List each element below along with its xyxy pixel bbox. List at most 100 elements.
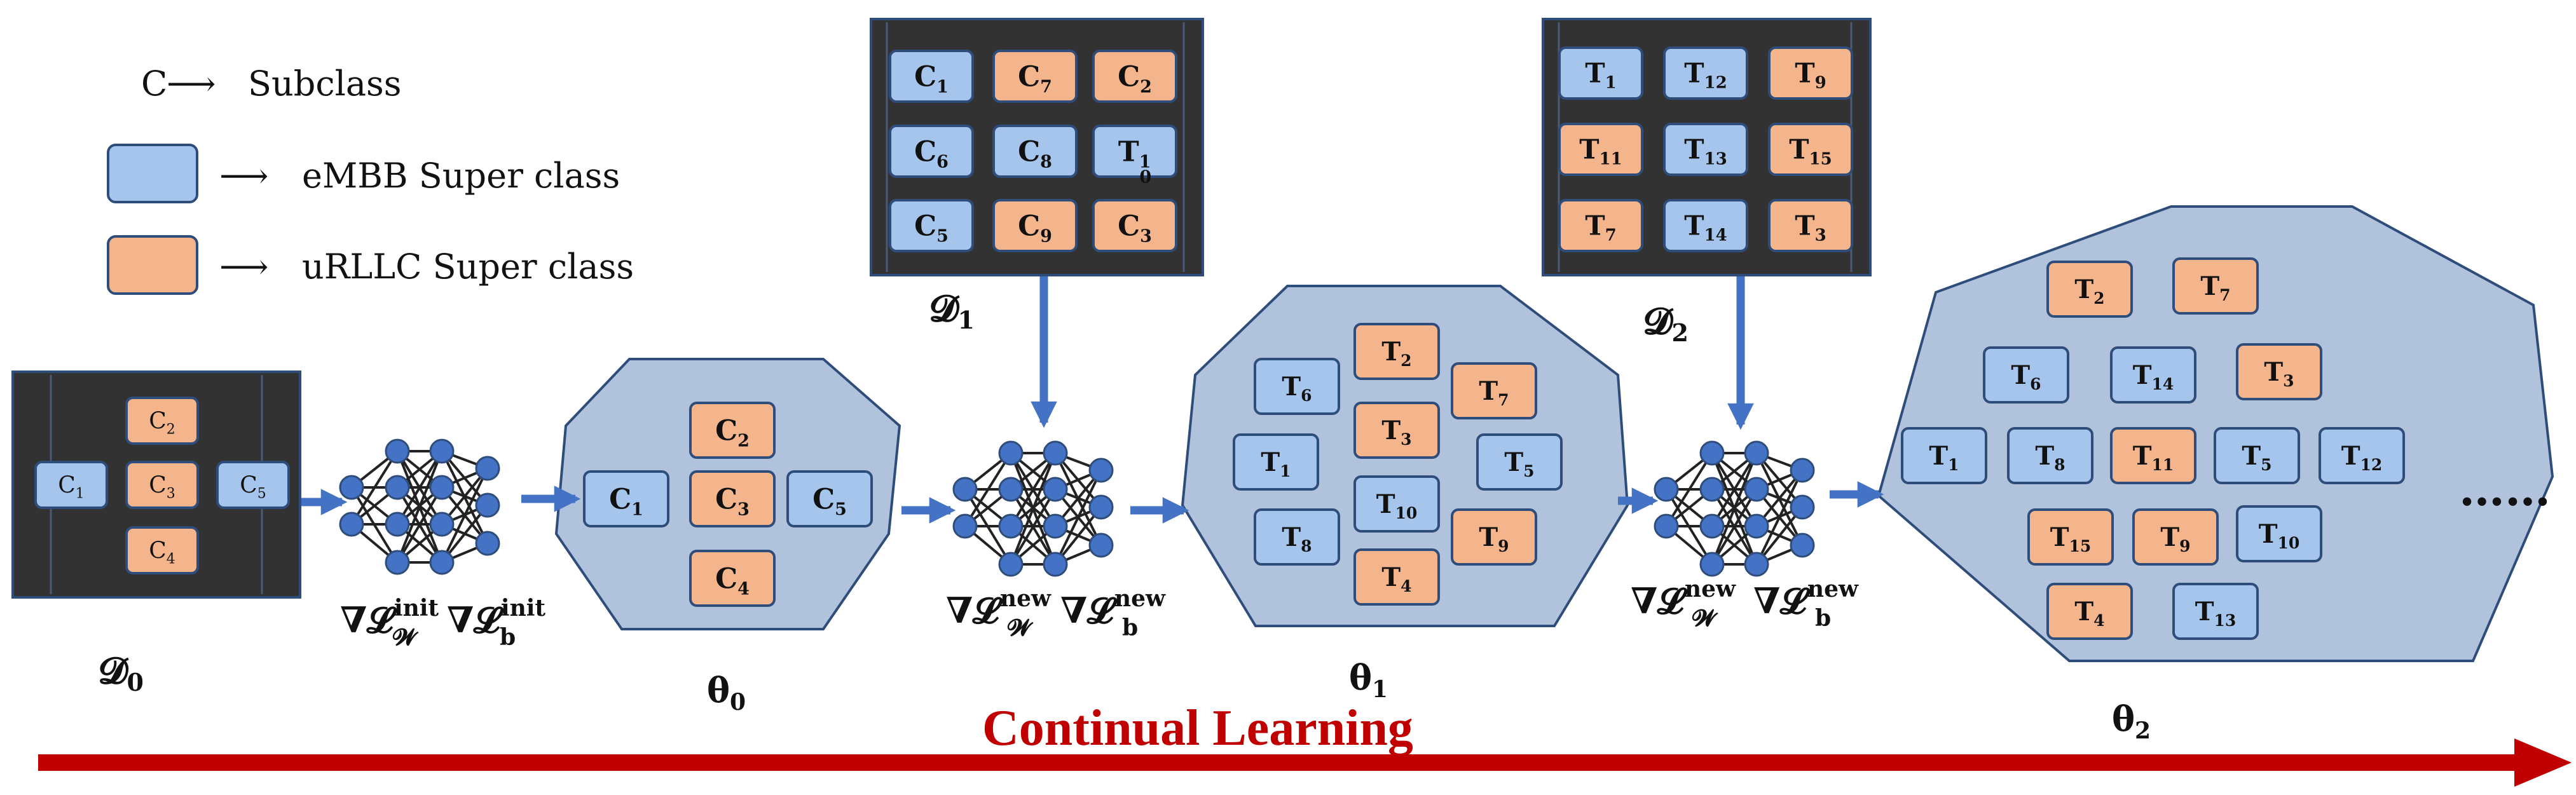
dataset-d1-tile-box — [992, 199, 1078, 252]
nn-edge — [1711, 488, 1758, 566]
ellipsis: …… — [2459, 462, 2551, 516]
dataset-d1-tile-box — [992, 50, 1078, 103]
nn-node — [1744, 440, 1769, 466]
nn-node — [1043, 513, 1068, 539]
nn-node — [1043, 477, 1068, 502]
model-m0-tile: C5 — [786, 470, 873, 527]
dataset-d0-tile-label: C2 — [149, 409, 175, 438]
dataset-d1-tile-label: C8 — [1018, 135, 1052, 172]
legend-embb-text: eMBB Super class — [302, 156, 620, 196]
model-m2-tile-box — [2319, 427, 2405, 484]
dataset-d0-tile: C2 — [125, 397, 199, 445]
dataset-d1-tile-box — [889, 125, 974, 178]
dataset-d0-tile-label: C4 — [149, 538, 175, 567]
dataset-d0-tile-box — [125, 526, 199, 574]
nn-edge — [1711, 452, 1758, 527]
model-m1-tile-label: T10 — [1376, 489, 1418, 522]
nn-node — [429, 475, 455, 500]
nn-node — [1088, 533, 1114, 558]
model-m2-tile-box — [2110, 346, 2196, 404]
dataset-d2-tile-label: T12 — [1684, 58, 1727, 93]
model-label-theta1: θ1 — [1349, 657, 1388, 703]
legend-embb-arrow: ⟶ — [219, 156, 268, 196]
dataset-d2-tile: T11 — [1558, 123, 1643, 176]
model-m2-tile-label: T9 — [2160, 522, 2190, 555]
nn-node — [1744, 552, 1769, 577]
dataset-d2-tile: T1 — [1558, 46, 1643, 100]
nn-node — [429, 550, 455, 575]
dataset-d2-tile-label: T11 — [1579, 134, 1622, 169]
dataset-d1-tile: C5 — [889, 199, 974, 252]
nn-node — [385, 550, 410, 575]
model-m1-tile-box — [1254, 508, 1340, 566]
model-m1-tile-box — [1353, 402, 1440, 459]
model-m2-tile-label: T8 — [2035, 441, 2065, 474]
continual-learning-arrowhead — [2514, 738, 2572, 787]
model-m0-tile-label: C4 — [715, 562, 750, 599]
dataset-d2-tile-box — [1768, 199, 1853, 252]
model-m1-tile: T8 — [1254, 508, 1340, 566]
nn-node — [429, 512, 455, 537]
dataset-d1-tile-box — [1092, 199, 1177, 252]
continual-learning-title: Continual Learning — [982, 700, 1413, 756]
nn-node — [1699, 477, 1725, 502]
model-m1-tile-box — [1353, 475, 1440, 533]
nn-node — [385, 512, 410, 537]
model-m0-tile-label: C2 — [715, 414, 750, 451]
dataset-d1-tile-label: C6 — [914, 135, 949, 172]
model-m2-tile: T9 — [2132, 508, 2219, 566]
dataset-d0-tile: C1 — [34, 461, 108, 509]
model-m1-tile: T6 — [1254, 358, 1340, 415]
nn-node — [1088, 494, 1114, 520]
dataset-d2-tile: T12 — [1663, 46, 1748, 100]
model-m1-tile-label: T7 — [1479, 376, 1509, 409]
nn-node — [1043, 552, 1068, 577]
model-m2-tile-box — [1901, 427, 1987, 484]
nn-node — [1790, 458, 1815, 483]
nn-edge — [396, 450, 443, 526]
dataset-d1-tile-label: C1 — [914, 60, 949, 97]
model-m1-tile-label: T3 — [1381, 416, 1411, 449]
dataset-d1-tile-label: C3 — [1118, 210, 1152, 246]
model-m1-tile: T7 — [1451, 362, 1537, 419]
model-m0-tile: C2 — [689, 402, 776, 459]
model-m2-tile: T10 — [2236, 505, 2322, 562]
model-m2-tile-label: T11 — [2133, 441, 2174, 474]
model-m1-tile-label: T6 — [1282, 372, 1312, 405]
model-m2-tile: T15 — [2027, 508, 2114, 566]
model-m2-tile-label: T15 — [2050, 522, 2092, 555]
dataset-d2-tile-box — [1663, 123, 1748, 176]
model-m1-tile-box — [1233, 433, 1319, 491]
nn-node — [339, 475, 364, 500]
nn-node — [1790, 533, 1815, 558]
dataset-d2-tile-label: T3 — [1795, 210, 1826, 245]
model-label-theta2: θ2 — [2112, 698, 2151, 744]
model-m2-tile: T11 — [2110, 427, 2196, 484]
model-m1-tile: T1 — [1233, 433, 1319, 491]
nn-node — [475, 493, 500, 518]
nn-node — [1699, 513, 1725, 539]
model-m2-tile-box — [2236, 505, 2322, 562]
model-m1-tile-box — [1451, 508, 1537, 566]
model-m1-tile-label: T5 — [1504, 447, 1534, 480]
nn-edge — [1665, 452, 1713, 527]
model-m2-tile-box — [2236, 343, 2322, 400]
dataset-d2-tile-box — [1768, 46, 1853, 100]
model-m2-tile: T13 — [2172, 583, 2259, 640]
dataset-d1-tile-label: C2 — [1118, 60, 1152, 97]
nn-node — [1654, 513, 1679, 539]
dataset-d2-tile-box — [1558, 123, 1643, 176]
model-m0-tile-box — [583, 470, 669, 527]
model-m2-tile: T2 — [2046, 261, 2133, 318]
model-m2-tile-label: T10 — [2259, 519, 2300, 552]
model-m0-tile: C3 — [689, 470, 776, 527]
model-m2-tile-box — [1983, 346, 2069, 404]
dataset-d2-tile-box — [1663, 46, 1748, 100]
model-m2-tile-box — [2132, 508, 2219, 566]
model-m2-tile-label: T2 — [2074, 275, 2104, 308]
